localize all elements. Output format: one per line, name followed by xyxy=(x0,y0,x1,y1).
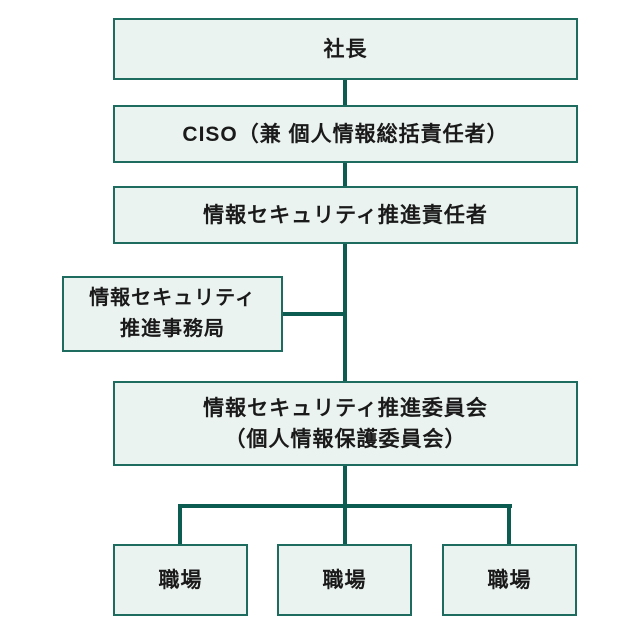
connector-drop-workplace-1 xyxy=(178,504,182,544)
connector-committee-distributor xyxy=(343,466,347,504)
node-security-manager-label: 情報セキュリティ推進責任者 xyxy=(203,203,488,227)
node-secretariat-label-line1: 情報セキュリティ xyxy=(89,287,256,309)
node-security-manager: 情報セキュリティ推進責任者 xyxy=(113,186,578,244)
node-workplace-1: 職場 xyxy=(113,544,248,616)
node-secretariat: 情報セキュリティ 推進事務局 xyxy=(62,276,283,352)
node-workplace-3: 職場 xyxy=(442,544,577,616)
node-president-label: 社長 xyxy=(323,37,368,61)
node-workplace-1-label: 職場 xyxy=(158,568,203,592)
connector-ciso-security-manager xyxy=(343,163,347,186)
node-ciso-label: CISO（兼 個人情報総括責任者） xyxy=(182,122,509,146)
connector-drop-workplace-2 xyxy=(343,504,347,544)
node-committee-label-line1: 情報セキュリティ推進委員会 xyxy=(203,396,488,420)
node-committee-label-line2: （個人情報保護委員会） xyxy=(224,427,467,451)
node-workplace-3-label: 職場 xyxy=(487,568,532,592)
node-ciso: CISO（兼 個人情報総括責任者） xyxy=(113,105,578,163)
node-president: 社長 xyxy=(113,18,578,80)
node-workplace-2-label: 職場 xyxy=(322,568,367,592)
node-workplace-2: 職場 xyxy=(277,544,412,616)
node-committee: 情報セキュリティ推進委員会 （個人情報保護委員会） xyxy=(113,381,578,466)
connector-security-manager-committee xyxy=(343,244,347,381)
connector-president-ciso xyxy=(343,80,347,105)
connector-secretariat-trunk xyxy=(283,312,345,316)
connector-drop-workplace-3 xyxy=(507,504,511,544)
node-secretariat-label-line2: 推進事務局 xyxy=(120,318,225,340)
